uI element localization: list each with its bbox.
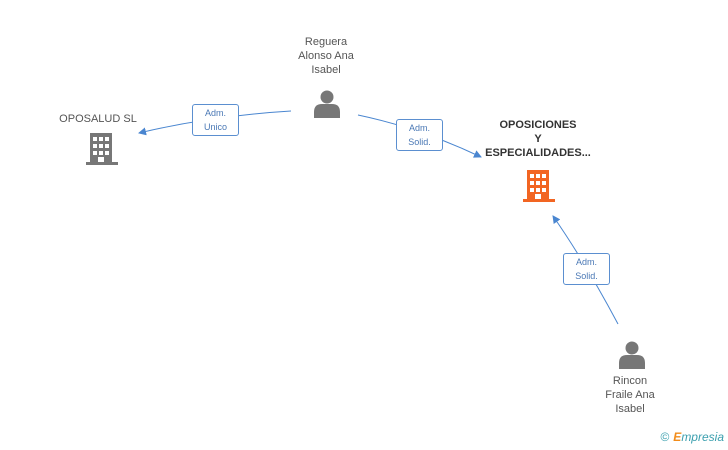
person-top-name-3: Isabel <box>311 64 341 76</box>
company-left-name: OPOSALUD SL <box>59 113 137 125</box>
person-top-name-1: Reguera <box>304 36 348 48</box>
brand-logo: ©Empresia <box>660 430 724 444</box>
company-main-name-2: Y <box>534 133 542 145</box>
edge-label-role: Adm. <box>204 108 226 118</box>
edge-label-type: Unico <box>203 122 227 132</box>
person-bottom-name-2: Fraile Ana <box>605 389 655 401</box>
company-main-name-3: ESPECIALIDADES... <box>485 147 591 159</box>
edge-label-role: Adm. <box>408 123 430 133</box>
company-main-name-1: OPOSICIONES <box>499 119 577 131</box>
person-bottom-label[interactable]: Rincon Fraile Ana Isabel <box>580 374 680 416</box>
edge-label-type: Solid. <box>408 137 431 147</box>
person-bottom-name-3: Isabel <box>615 403 645 415</box>
edge-label-top-to-left[interactable]: Adm. Unico <box>192 104 239 136</box>
edge-label-top-to-main[interactable]: Adm. Solid. <box>396 119 443 151</box>
company-left-label[interactable]: OPOSALUD SL <box>40 112 156 126</box>
copyright-symbol: © <box>660 430 670 444</box>
edge-label-bottom-to-main[interactable]: Adm. Solid. <box>563 253 610 285</box>
edge-label-type: Solid. <box>575 271 598 281</box>
person-icon[interactable] <box>314 90 340 119</box>
person-bottom-name-1: Rincon <box>612 375 648 387</box>
person-top-name-2: Alonso Ana <box>298 50 354 62</box>
edge-label-role: Adm. <box>575 257 597 267</box>
person-icon[interactable] <box>619 341 645 370</box>
building-icon[interactable] <box>86 133 118 165</box>
brand-initial: E <box>673 430 682 444</box>
person-top-label[interactable]: Reguera Alonso Ana Isabel <box>274 35 378 77</box>
company-main-label[interactable]: OPOSICIONES Y ESPECIALIDADES... <box>474 118 602 160</box>
brand-name: mpresia <box>681 430 724 444</box>
building-icon[interactable] <box>523 170 555 202</box>
